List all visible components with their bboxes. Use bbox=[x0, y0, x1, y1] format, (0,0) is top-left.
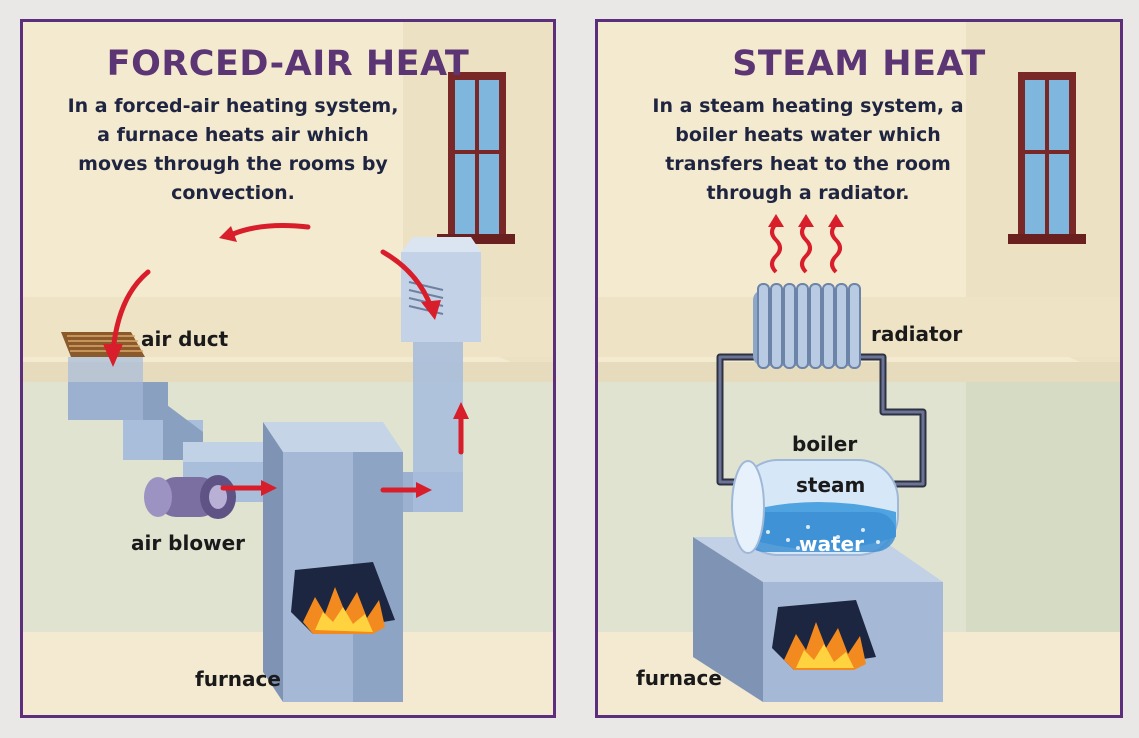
label-air-blower: air blower bbox=[131, 531, 245, 555]
arrow-down-to-duct bbox=[110, 269, 151, 355]
label-radiator: radiator bbox=[871, 322, 963, 346]
furnace-top bbox=[263, 422, 403, 452]
window bbox=[1008, 72, 1086, 244]
boiler bbox=[731, 459, 899, 556]
label-furnace: furnace bbox=[636, 666, 722, 690]
radiator bbox=[753, 283, 861, 369]
fire-icon bbox=[772, 600, 876, 670]
steam-heat-diagram bbox=[598, 22, 1120, 715]
forced-air-diagram bbox=[23, 22, 553, 715]
page-title: STEAM HEAT bbox=[732, 44, 986, 84]
label-steam: steam bbox=[796, 473, 866, 497]
label-furnace: furnace bbox=[195, 667, 281, 691]
label-air-duct: air duct bbox=[141, 327, 229, 351]
arrow-top bbox=[230, 223, 311, 237]
label-water: water bbox=[799, 532, 864, 556]
heat-wave-icons bbox=[770, 222, 842, 274]
floor-edge bbox=[598, 362, 1120, 382]
steam-heat-description: In a steam heating system, a boiler heat… bbox=[652, 95, 964, 204]
air-duct-grate bbox=[61, 332, 145, 357]
lower-side-wall bbox=[966, 382, 1120, 715]
window bbox=[437, 72, 515, 244]
convection-arrows bbox=[110, 223, 464, 493]
label-boiler: boiler bbox=[792, 432, 858, 456]
page-title: FORCED-AIR HEAT bbox=[106, 44, 470, 84]
forced-air-panel: FORCED-AIR HEAT In a forced-air heating … bbox=[20, 19, 556, 718]
air-blower bbox=[144, 475, 236, 519]
forced-air-description: In a forced-air heating system, a furnac… bbox=[67, 95, 399, 204]
steam-heat-panel: STEAM HEAT In a steam heating system, a … bbox=[595, 19, 1123, 718]
arrow-into-vent bbox=[380, 249, 434, 310]
fire-icon bbox=[291, 562, 395, 634]
